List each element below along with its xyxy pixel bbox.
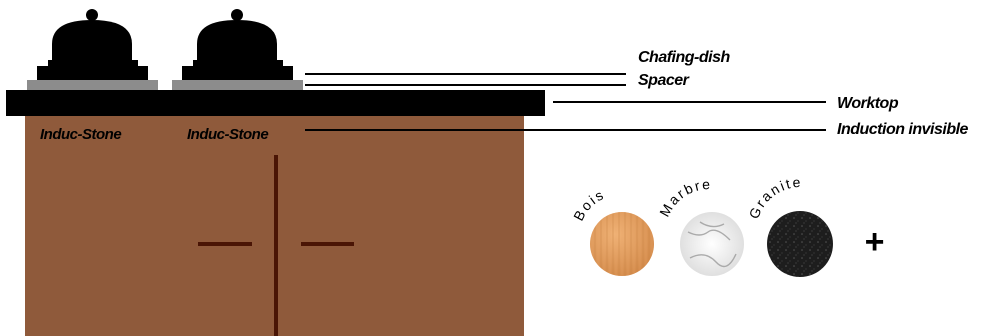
material-granite-swatch [767, 211, 833, 277]
material-marble-swatch [680, 212, 744, 276]
chafing-dish-right [182, 9, 293, 80]
worktop [6, 90, 545, 116]
label-spacer: Spacer [638, 72, 690, 89]
stone-label-left: Induc-Stone [40, 126, 121, 143]
label-induction: Induction invisible [837, 121, 969, 138]
label-worktop: Worktop [837, 95, 899, 112]
plus-sign: + [864, 223, 884, 261]
stone-label-right: Induc-Stone [187, 126, 268, 143]
chafing-dish-left [37, 9, 148, 80]
material-label-marbre: Marbre [656, 176, 712, 219]
spacer-right [172, 80, 303, 90]
label-chafing-dish: Chafing-dish [638, 49, 730, 66]
material-wood-swatch [590, 212, 654, 276]
material-label-bois: Bois [570, 186, 607, 223]
spacer-left [27, 80, 158, 90]
